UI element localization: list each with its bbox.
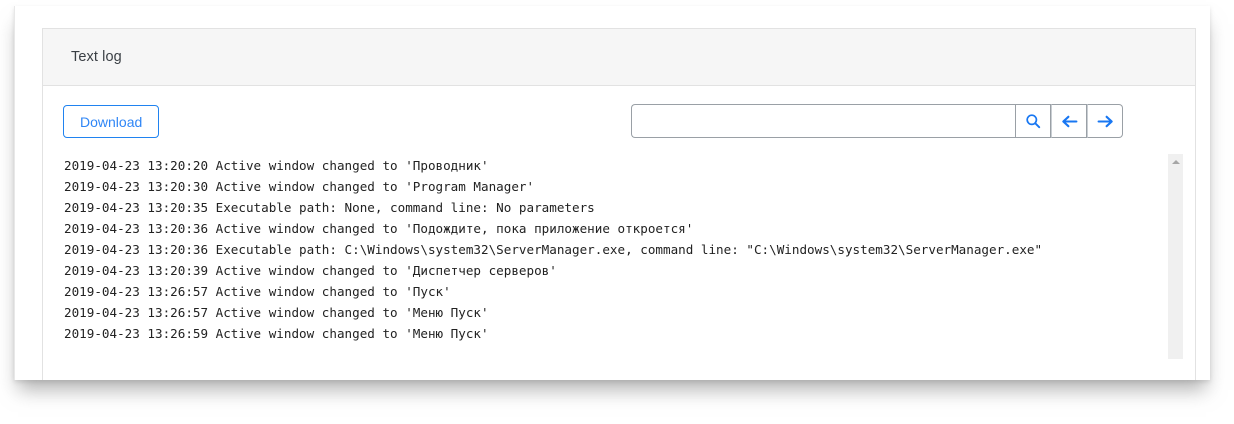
search-icon xyxy=(1025,113,1041,129)
log-lines: 2019-04-23 13:20:20 Active window change… xyxy=(64,155,1155,344)
search-next-button[interactable] xyxy=(1087,104,1123,138)
log-line: 2019-04-23 13:20:39 Active window change… xyxy=(64,263,557,278)
page-sheet-left-edge xyxy=(14,6,15,380)
arrow-left-icon xyxy=(1061,114,1078,129)
log-line: 2019-04-23 13:26:57 Active window change… xyxy=(64,284,451,299)
log-line: 2019-04-23 13:20:36 Active window change… xyxy=(64,221,694,236)
search-prev-button[interactable] xyxy=(1051,104,1087,138)
log-line: 2019-04-23 13:26:57 Active window change… xyxy=(64,305,489,320)
log-line: 2019-04-23 13:26:59 Active window change… xyxy=(64,326,489,341)
log-line: 2019-04-23 13:20:30 Active window change… xyxy=(64,179,535,194)
download-button[interactable]: Download xyxy=(63,105,160,138)
search-input[interactable] xyxy=(631,104,1015,138)
log-line: 2019-04-23 13:20:35 Executable path: Non… xyxy=(64,200,595,215)
search-button[interactable] xyxy=(1015,104,1051,138)
arrow-right-icon xyxy=(1097,114,1114,129)
log-line: 2019-04-23 13:20:20 Active window change… xyxy=(64,158,489,173)
log-line: 2019-04-23 13:20:36 Executable path: C:\… xyxy=(64,242,1043,257)
page-title: Text log xyxy=(71,49,122,65)
log-toolbar: Download xyxy=(43,86,1195,148)
card-header: Text log xyxy=(43,29,1195,86)
log-viewport[interactable]: 2019-04-23 13:20:20 Active window change… xyxy=(43,148,1195,368)
log-scrollbar[interactable] xyxy=(1168,154,1183,359)
text-log-card: Text log Download xyxy=(42,28,1196,380)
scrollbar-up-arrow-icon[interactable] xyxy=(1168,154,1183,169)
search-group xyxy=(631,104,1123,138)
card-body: Download xyxy=(43,86,1195,368)
